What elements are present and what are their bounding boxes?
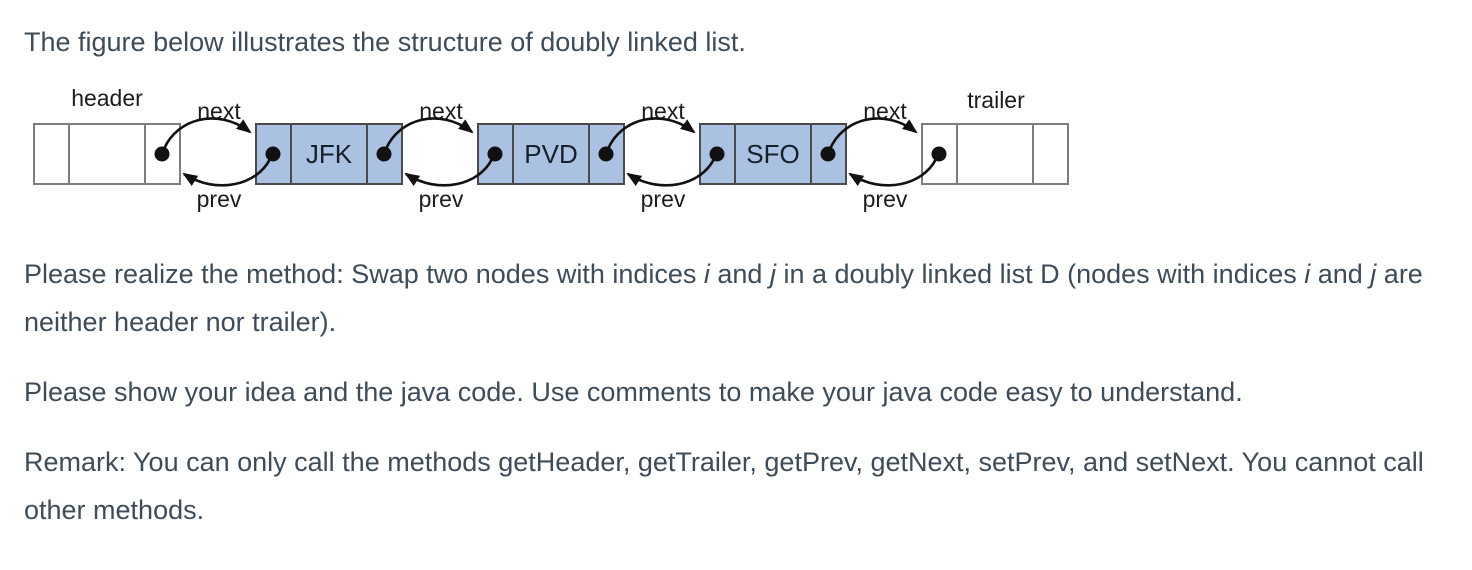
trailer-element-cell	[958, 123, 1032, 185]
header-element-cell	[70, 123, 144, 185]
header-next-cell	[144, 123, 181, 185]
trailer-label: trailer	[967, 87, 1025, 113]
list-node-jfk: JFK	[255, 123, 403, 185]
idea-text: Please show your idea and the java code.…	[24, 377, 1243, 407]
trailer-node	[921, 123, 1069, 185]
trailer-next-cell	[1032, 123, 1069, 185]
node-label: SFO	[736, 123, 810, 185]
node-next-cell	[588, 123, 625, 185]
node-next-cell	[366, 123, 403, 185]
task-text: Please realize the method: Swap two node…	[24, 259, 1423, 337]
intro-text: The figure below illustrates the structu…	[24, 27, 746, 57]
remark-text: Remark: You can only call the methods ge…	[24, 447, 1424, 525]
doubly-linked-list-diagram: header trailer next next next next prev …	[25, 85, 1095, 220]
node-label: PVD	[514, 123, 588, 185]
prev-edge-label: prev	[196, 186, 242, 212]
list-node-pvd: PVD	[477, 123, 625, 185]
node-prev-cell	[477, 123, 514, 185]
next-edge-label: next	[419, 98, 463, 124]
prev-edge-label: prev	[418, 186, 464, 212]
node-label: JFK	[292, 123, 366, 185]
node-next-cell	[810, 123, 847, 185]
list-node-sfo: SFO	[699, 123, 847, 185]
header-label: header	[71, 85, 143, 111]
header-node	[33, 123, 181, 185]
trailer-prev-cell	[921, 123, 958, 185]
next-edge-label: next	[197, 98, 241, 124]
header-prev-cell	[33, 123, 70, 185]
node-prev-cell	[255, 123, 292, 185]
next-edge-label: next	[863, 98, 907, 124]
next-edge-label: next	[641, 98, 685, 124]
node-prev-cell	[699, 123, 736, 185]
prev-edge-label: prev	[640, 186, 686, 212]
prev-edge-label: prev	[862, 186, 908, 212]
